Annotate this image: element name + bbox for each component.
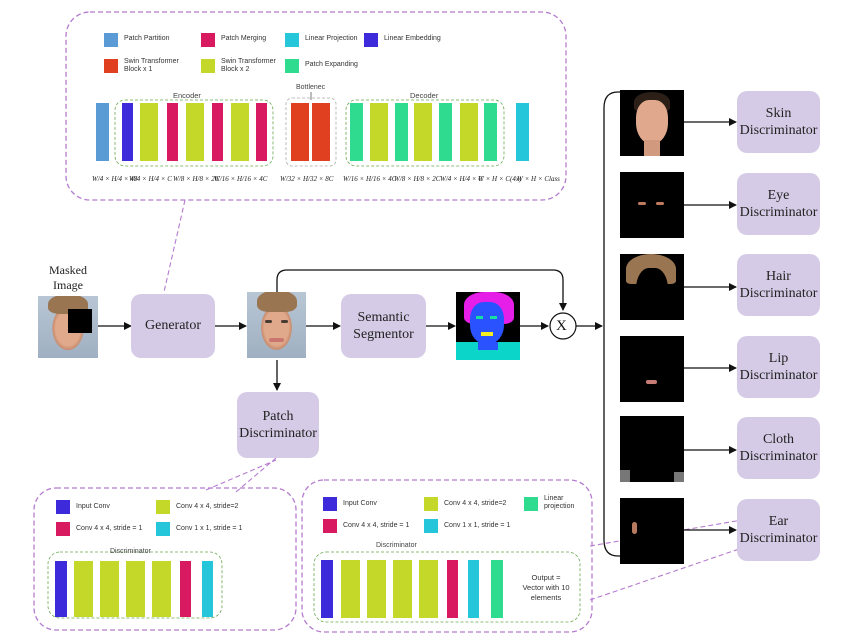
- ear-shape: [632, 522, 637, 534]
- eye-shape: [281, 320, 288, 323]
- part-disc-detail-panel: [301, 479, 593, 633]
- dim-label: W/32 × H/32 × 8C: [280, 175, 334, 183]
- legend-conv4-stride2: Conv 4 x 4, stride=2: [176, 503, 239, 510]
- patch-discriminator-node[interactable]: Patch Discriminator: [237, 392, 319, 458]
- lip-part-image: [620, 336, 684, 402]
- dim-label: W × H × Class: [517, 175, 560, 183]
- hair-discriminator-node[interactable]: Hair Discriminator: [737, 254, 820, 316]
- dim-label: W × H × C(4x): [478, 175, 522, 183]
- masked-face-image: [38, 296, 98, 358]
- ear-discriminator-node[interactable]: Ear Discriminator: [737, 499, 820, 561]
- eye-part-image: [620, 172, 684, 238]
- neck-region: [478, 342, 498, 350]
- legend-patch-merging: Patch Merging: [221, 35, 267, 42]
- cloth-region: [456, 342, 520, 360]
- legend-linear-projection: Linear Projection: [305, 35, 358, 42]
- encoder-label: Encoder: [173, 91, 201, 100]
- legend-conv4-stride2: Conv 4 x 4, stride=2: [444, 500, 507, 507]
- dim-label: W/4 × H/4 × 48: [92, 175, 138, 183]
- legend-patch-expanding: Patch Expanding: [305, 61, 358, 68]
- cloth-part-image: [620, 416, 684, 482]
- multiply-symbol: X: [556, 318, 567, 334]
- skin-region: [470, 302, 504, 344]
- legend-input-conv: Input Conv: [343, 500, 377, 507]
- dim-label: W/4 × H/4 × C: [440, 175, 483, 183]
- eye-region: [490, 316, 497, 319]
- skin-discriminator-node[interactable]: Skin Discriminator: [737, 91, 820, 153]
- legend-conv4-stride1: Conv 4 x 4, stride = 1: [76, 525, 143, 532]
- generator-node[interactable]: Generator: [131, 294, 215, 358]
- lip-discriminator-node[interactable]: Lip Discriminator: [737, 336, 820, 398]
- cloth-shape: [674, 472, 684, 482]
- legend-patch-partition: Patch Partition: [124, 35, 170, 42]
- legend-linear-embedding: Linear Embedding: [384, 35, 441, 42]
- legend-swin-block-x2: Swin Transformer Block x 2: [221, 58, 276, 74]
- patch-disc-title: Discriminator: [110, 548, 151, 555]
- decoder-label: Decoder: [410, 91, 439, 100]
- eye-shape: [638, 202, 646, 205]
- part-disc-title: Discriminator: [376, 542, 417, 549]
- bottleneck-label: Bottlenec: [296, 84, 326, 91]
- dim-label: W/16 × H/16 × 4C: [343, 175, 397, 183]
- legend-linear-projection: Linear projection: [544, 495, 575, 511]
- output-description: Output = Vector with 10 elements: [522, 573, 570, 602]
- legend-conv1-stride1: Conv 1 x 1, stride = 1: [176, 525, 243, 532]
- patch-disc-detail-panel: [33, 487, 297, 631]
- lip-region: [481, 332, 493, 336]
- semantic-segmentor-node[interactable]: Semantic Segmentor: [341, 294, 426, 358]
- dim-label: W/8 × H/8 × 2C: [173, 175, 220, 183]
- eye-region: [476, 316, 483, 319]
- mask-block: [68, 309, 92, 333]
- eye-discriminator-node[interactable]: Eye Discriminator: [737, 173, 820, 235]
- hair-shape: [257, 292, 297, 312]
- legend-input-conv: Input Conv: [76, 503, 110, 510]
- masked-image-label: Masked Image: [49, 263, 87, 292]
- cloth-shape: [620, 470, 630, 482]
- eye-shape: [656, 202, 664, 205]
- skin-part-image: [620, 90, 684, 156]
- lip-shape: [646, 380, 657, 384]
- generator-detail-panel: [65, 11, 567, 201]
- dim-label: W/16 × H/16 × 4C: [214, 175, 268, 183]
- face-skin-shape: [636, 100, 668, 144]
- legend-conv1-stride1: Conv 1 x 1, stride = 1: [444, 522, 511, 529]
- eye-shape: [265, 320, 272, 323]
- generated-face-image: [247, 292, 306, 358]
- ear-part-image: [620, 498, 684, 564]
- segmentation-map-image: [456, 292, 520, 360]
- dim-label: W/4 × H/4 × C: [129, 175, 172, 183]
- legend-swin-block-x1: Swin Transformer Block x 1: [124, 58, 179, 74]
- mouth-shape: [269, 338, 284, 342]
- face-cutout: [636, 268, 668, 320]
- neck-shape: [644, 140, 660, 156]
- hair-part-image: [620, 254, 684, 320]
- cloth-discriminator-node[interactable]: Cloth Discriminator: [737, 417, 820, 479]
- legend-conv4-stride1: Conv 4 x 4, stride = 1: [343, 522, 410, 529]
- dim-label: W/8 × H/8 × 2C: [394, 175, 441, 183]
